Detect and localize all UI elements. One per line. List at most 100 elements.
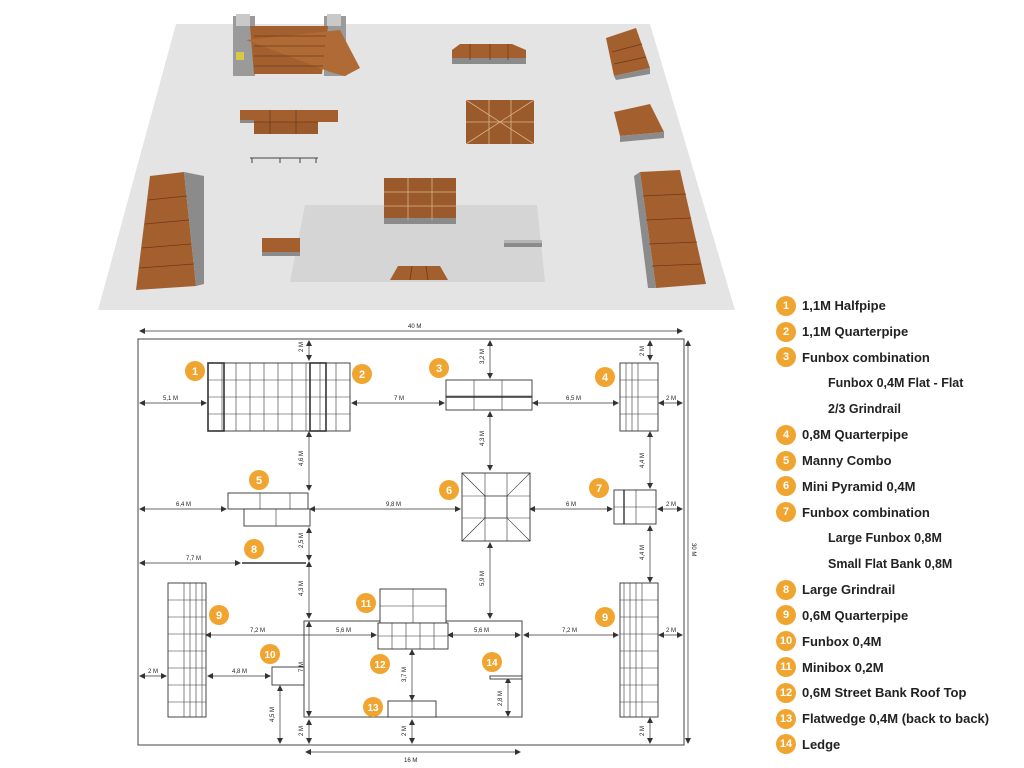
dim-4-8: 4,8 M	[232, 669, 247, 675]
dim-4-4-upper: 4,4 M	[640, 453, 646, 468]
plan-ledge	[489, 675, 523, 680]
legend-badge: 9	[776, 605, 796, 626]
dim-3-2: 3,2 M	[480, 349, 486, 364]
legend-badge: 13	[776, 708, 796, 729]
minibox-3d	[262, 238, 300, 256]
legend-label: Small Flat Bank 0,8M	[828, 556, 953, 571]
dim-4-3-center: 4,3 M	[480, 431, 486, 446]
concrete-slab	[98, 24, 735, 310]
legend-badge: 12	[776, 682, 796, 703]
svg-text:8: 8	[251, 544, 257, 556]
dim-2m-top-halfpipe: 2 M	[299, 342, 305, 352]
legend-label: Funbox combination	[802, 349, 930, 365]
legend-label: Large Grindrail	[802, 582, 896, 598]
legend-label: 2/3 Grindrail	[828, 402, 901, 417]
legend-label: Large Funbox 0,8M	[828, 531, 942, 546]
svg-text:9: 9	[602, 612, 608, 624]
svg-text:1: 1	[192, 366, 198, 378]
legend-badge: 1	[776, 295, 796, 316]
plan-manny-combo	[227, 492, 309, 510]
dim-2m-right-mid: 2 M	[666, 502, 676, 508]
plan-funbox-10	[271, 666, 305, 686]
legend-badge: 6	[776, 476, 796, 497]
dim-5-6-right: 5,6 M	[474, 628, 489, 634]
legend-badge: 5	[776, 450, 796, 471]
dim-3-7: 3,7 M	[402, 667, 408, 682]
plan-badge-14: 14	[482, 652, 502, 672]
plan-badge-9-right: 9	[595, 607, 615, 627]
svg-text:6: 6	[446, 485, 452, 497]
dim-9-8: 9,8 M	[386, 502, 401, 508]
dim-2m-bottom-right: 2 M	[640, 726, 646, 736]
svg-text:13: 13	[367, 703, 379, 714]
legend-label: Flatwedge 0,4M (back to back)	[802, 711, 990, 727]
plan-badge-7: 7	[589, 478, 609, 498]
plan-badge-8: 8	[244, 539, 264, 559]
dim-2m-right-lower: 2 M	[666, 628, 676, 634]
plan-obstacles	[167, 362, 659, 718]
halfpipe-3d	[233, 14, 360, 76]
dim-5-9: 5,9 M	[480, 571, 486, 586]
street-plaza	[290, 205, 545, 282]
legend-subitem-3a: Funbox 0,4M Flat - Flat	[776, 370, 1016, 396]
legend-label: Ledge	[802, 736, 841, 752]
dim-6-5: 6,5 M	[566, 396, 581, 402]
plan-badge-12: 12	[370, 654, 390, 674]
legend-label: Manny Combo	[802, 453, 892, 469]
dim-7-2-left: 7,2 M	[250, 628, 265, 634]
dim-2-8: 2,8 M	[498, 691, 504, 706]
dim-7-2-right: 7,2 M	[562, 628, 577, 634]
legend-label: 0,6M Quarterpipe	[802, 607, 909, 623]
dimension-lines	[139, 328, 691, 755]
legend-label: 1,1M Halfpipe	[802, 298, 886, 314]
legend-item-9: 9 0,6M Quarterpipe	[776, 603, 1016, 629]
svg-text:3: 3	[436, 363, 442, 375]
flatwedge-3d	[390, 265, 448, 281]
quarterpipe-3d-top-right	[606, 28, 650, 80]
dim-total-height: 30 M	[690, 543, 696, 556]
dim-4-6: 4,6 M	[299, 451, 305, 466]
plan-badge-13: 13	[363, 697, 383, 717]
legend-label: Funbox combination	[802, 504, 930, 520]
legend-badge: 3	[776, 347, 796, 368]
plan-badge-11: 11	[356, 593, 376, 613]
svg-text:9: 9	[216, 610, 222, 622]
legend-label: Funbox 0,4M	[802, 633, 882, 649]
svg-text:14: 14	[486, 658, 498, 669]
funbox-3d-center	[384, 178, 456, 224]
svg-text:4: 4	[602, 372, 609, 384]
legend-item-5: 5 Manny Combo	[776, 448, 1016, 474]
dim-16m: 16 M	[404, 758, 417, 764]
plan-badge-5: 5	[249, 470, 269, 490]
legend-label: 0,8M Quarterpipe	[802, 427, 909, 443]
quarterpipe-3d-right	[634, 170, 706, 288]
dim-2m-left-lower: 2 M	[148, 669, 158, 675]
funbox-3d-top	[452, 44, 526, 64]
dim-6m: 6 M	[566, 502, 576, 508]
plan-badge-4: 4	[595, 367, 615, 387]
grindrail-3d	[250, 157, 318, 163]
svg-text:2: 2	[359, 369, 365, 381]
dim-2m-bottom-left: 2 M	[299, 726, 305, 736]
plan-badge-10: 10	[260, 644, 280, 664]
legend-label: 0,6M Street Bank Roof Top	[802, 685, 967, 701]
svg-text:11: 11	[361, 599, 372, 610]
svg-text:12: 12	[374, 660, 386, 671]
dim-2m-top-right: 2 M	[640, 346, 646, 356]
legend-item-3: 3 Funbox combination	[776, 345, 1016, 371]
dim-4-5: 4,5 M	[270, 707, 276, 722]
plan-badge-2: 2	[352, 364, 372, 384]
dim-total-width: 40 M	[408, 324, 421, 330]
plan-badge-3: 3	[429, 358, 449, 378]
dim-5-6-left: 5,6 M	[336, 628, 351, 634]
dim-6-4: 6,4 M	[176, 502, 191, 508]
